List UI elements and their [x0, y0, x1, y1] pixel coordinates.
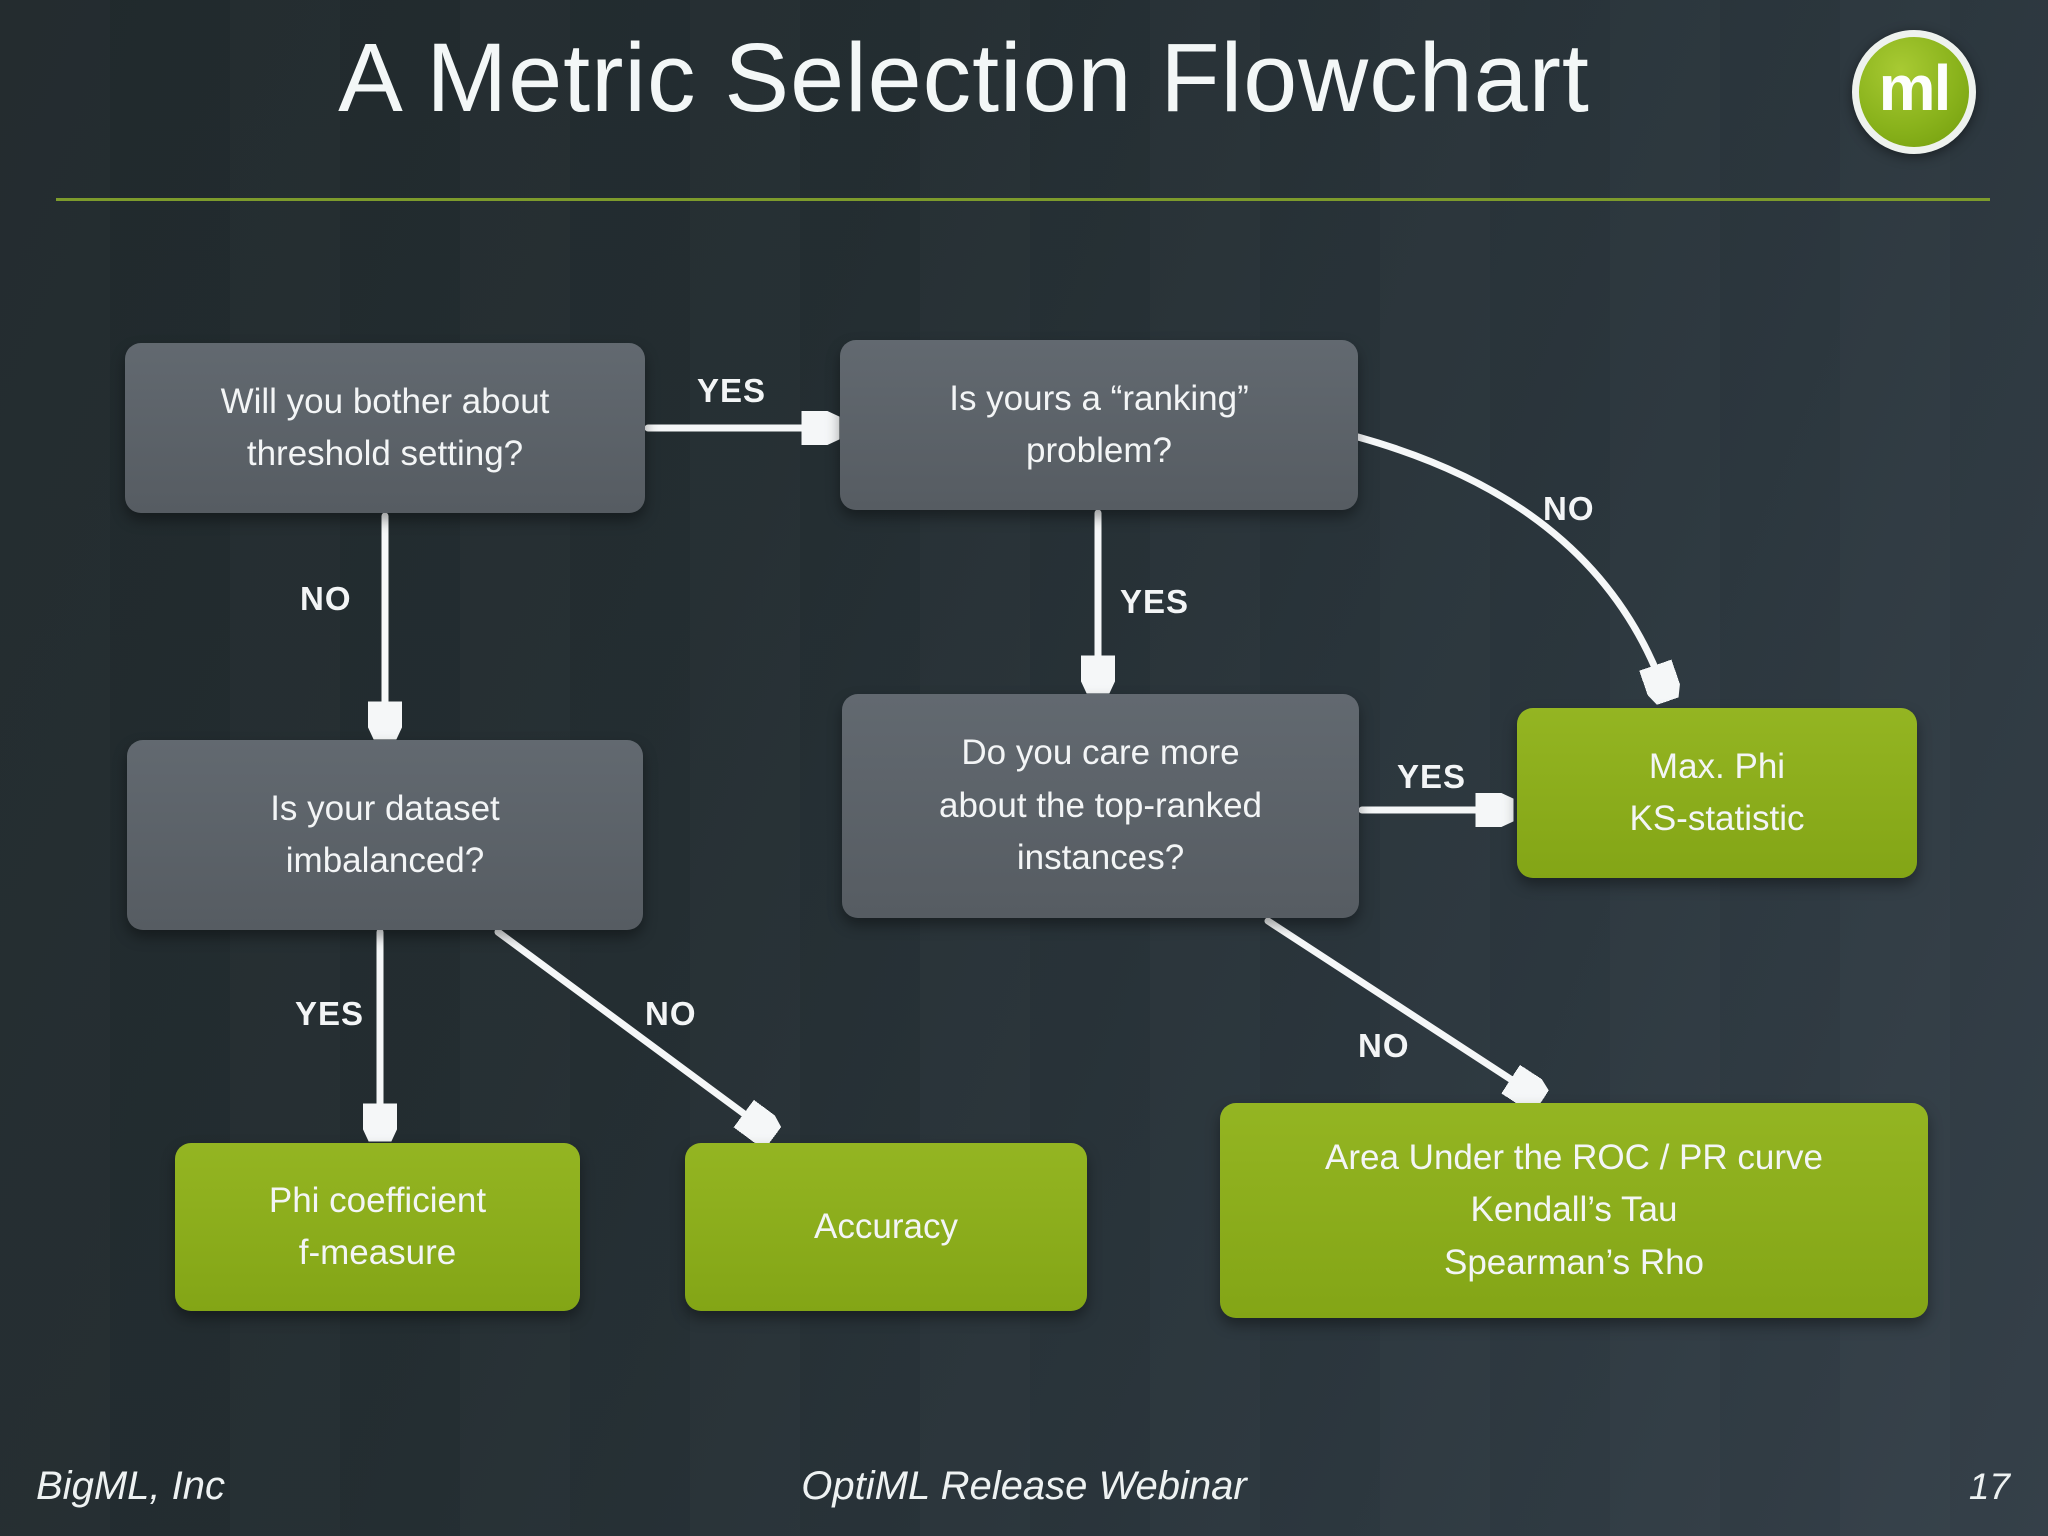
node-accuracy-result: Accuracy: [685, 1143, 1087, 1311]
node-text-line: KS-statistic: [1629, 799, 1805, 838]
node-text-line: Phi coefficient: [268, 1180, 487, 1220]
node-text-line: Is your dataset: [270, 788, 500, 828]
page-title: A Metric Selection Flowchart: [338, 23, 1590, 132]
edge-label-no: NO: [300, 580, 352, 617]
node-text-line: Kendall’s Tau: [1470, 1190, 1678, 1230]
bigml-logo-text: ml: [1878, 52, 1952, 124]
node-text-line: Do you care more: [961, 733, 1240, 773]
node-text-line: Area Under the ROC / PR curve: [1325, 1137, 1823, 1177]
bigml-logo: ml: [1852, 30, 1976, 154]
edge-label-no: NO: [1543, 490, 1595, 527]
edge-label-yes: YES: [697, 372, 767, 409]
arrow-imbalanced-to-accuracy: [494, 928, 770, 1133]
edge-label-no: NO: [645, 995, 697, 1032]
footer-page-number: 17: [1968, 1466, 2010, 1507]
edge-label-yes: YES: [1120, 583, 1190, 620]
footer-company: BigML, Inc: [36, 1464, 225, 1508]
node-auc-result: Area Under the ROC / PR curve Kendall’s …: [1220, 1103, 1928, 1318]
footer-webinar-name: OptiML Release Webinar: [801, 1464, 1247, 1508]
node-text-line: Accuracy: [814, 1206, 958, 1246]
node-text-line: problem?: [1026, 431, 1172, 470]
node-topranked-question: Do you care more about the top-ranked in…: [842, 694, 1359, 918]
node-ranking-question: Is yours a “ranking” problem?: [840, 340, 1358, 510]
title-underline: [56, 198, 1990, 201]
node-threshold-question: Will you bother about threshold setting?: [125, 343, 645, 513]
node-text-line: imbalanced?: [285, 841, 485, 880]
node-text-line: Is yours a “ranking”: [949, 378, 1249, 418]
edge-label-yes: YES: [295, 995, 365, 1032]
node-text-line: Max. Phi: [1648, 746, 1786, 786]
edge-label-yes: YES: [1397, 758, 1467, 795]
node-text-line: threshold setting?: [246, 434, 524, 473]
edge-label-no: NO: [1358, 1027, 1410, 1064]
node-maxphi-result: Max. Phi KS-statistic: [1517, 708, 1917, 878]
node-phi-coefficient-result: Phi coefficient f-measure: [175, 1143, 580, 1311]
arrow-topranked-to-auc: [1264, 917, 1538, 1097]
node-text-line: Spearman’s Rho: [1443, 1242, 1705, 1282]
arrow-ranking-to-maxphi: [1354, 433, 1666, 696]
node-text-line: Will you bother about: [220, 381, 550, 421]
node-text-line: instances?: [1016, 838, 1185, 878]
node-text-line: about the top-ranked: [938, 785, 1262, 825]
node-imbalanced-question: Is your dataset imbalanced?: [127, 740, 643, 930]
node-text-line: f-measure: [298, 1233, 457, 1272]
